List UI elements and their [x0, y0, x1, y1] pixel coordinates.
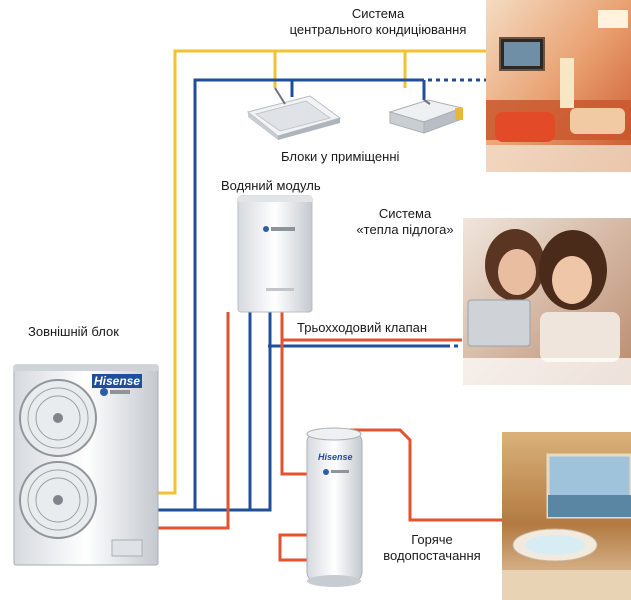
duct-unit: [388, 99, 464, 134]
water-module: [237, 195, 313, 313]
label-hot-water-line1: Горяче: [411, 532, 453, 547]
bathroom-image: [502, 432, 631, 600]
cassette-unit: [246, 87, 342, 140]
living-room-image: [486, 0, 631, 172]
outdoor-brand-logo: Hisense: [92, 374, 143, 388]
hot-water-tank: [306, 427, 363, 587]
yellow-pipe: [158, 49, 488, 495]
label-hot-water-line2: водопостачання: [383, 548, 481, 563]
girls-room-image: [463, 218, 631, 385]
label-hot-water: Горяче водопостачання: [367, 532, 497, 564]
label-system-central-ac: Система центрального кондиціювання: [268, 6, 488, 38]
outdoor-unit: [13, 364, 159, 566]
tank-brand-logo: Hisense: [318, 452, 353, 462]
label-three-way-valve: Трьохходовий клапан: [297, 320, 428, 335]
blue-pipe: [158, 78, 488, 512]
label-outdoor-unit: Зовнішній блок: [28, 324, 119, 339]
label-system-central-ac-line2: центрального кондиціювання: [289, 22, 467, 37]
label-indoor-units: Блоки у приміщенні: [281, 149, 400, 164]
label-system-central-ac-line1: Система: [351, 6, 405, 21]
label-system-floor: Система «тепла підлога»: [340, 206, 470, 238]
label-system-floor-line2: «тепла підлога»: [356, 222, 454, 237]
label-system-floor-line1: Система: [378, 206, 432, 221]
label-water-module: Водяний модуль: [221, 178, 321, 193]
